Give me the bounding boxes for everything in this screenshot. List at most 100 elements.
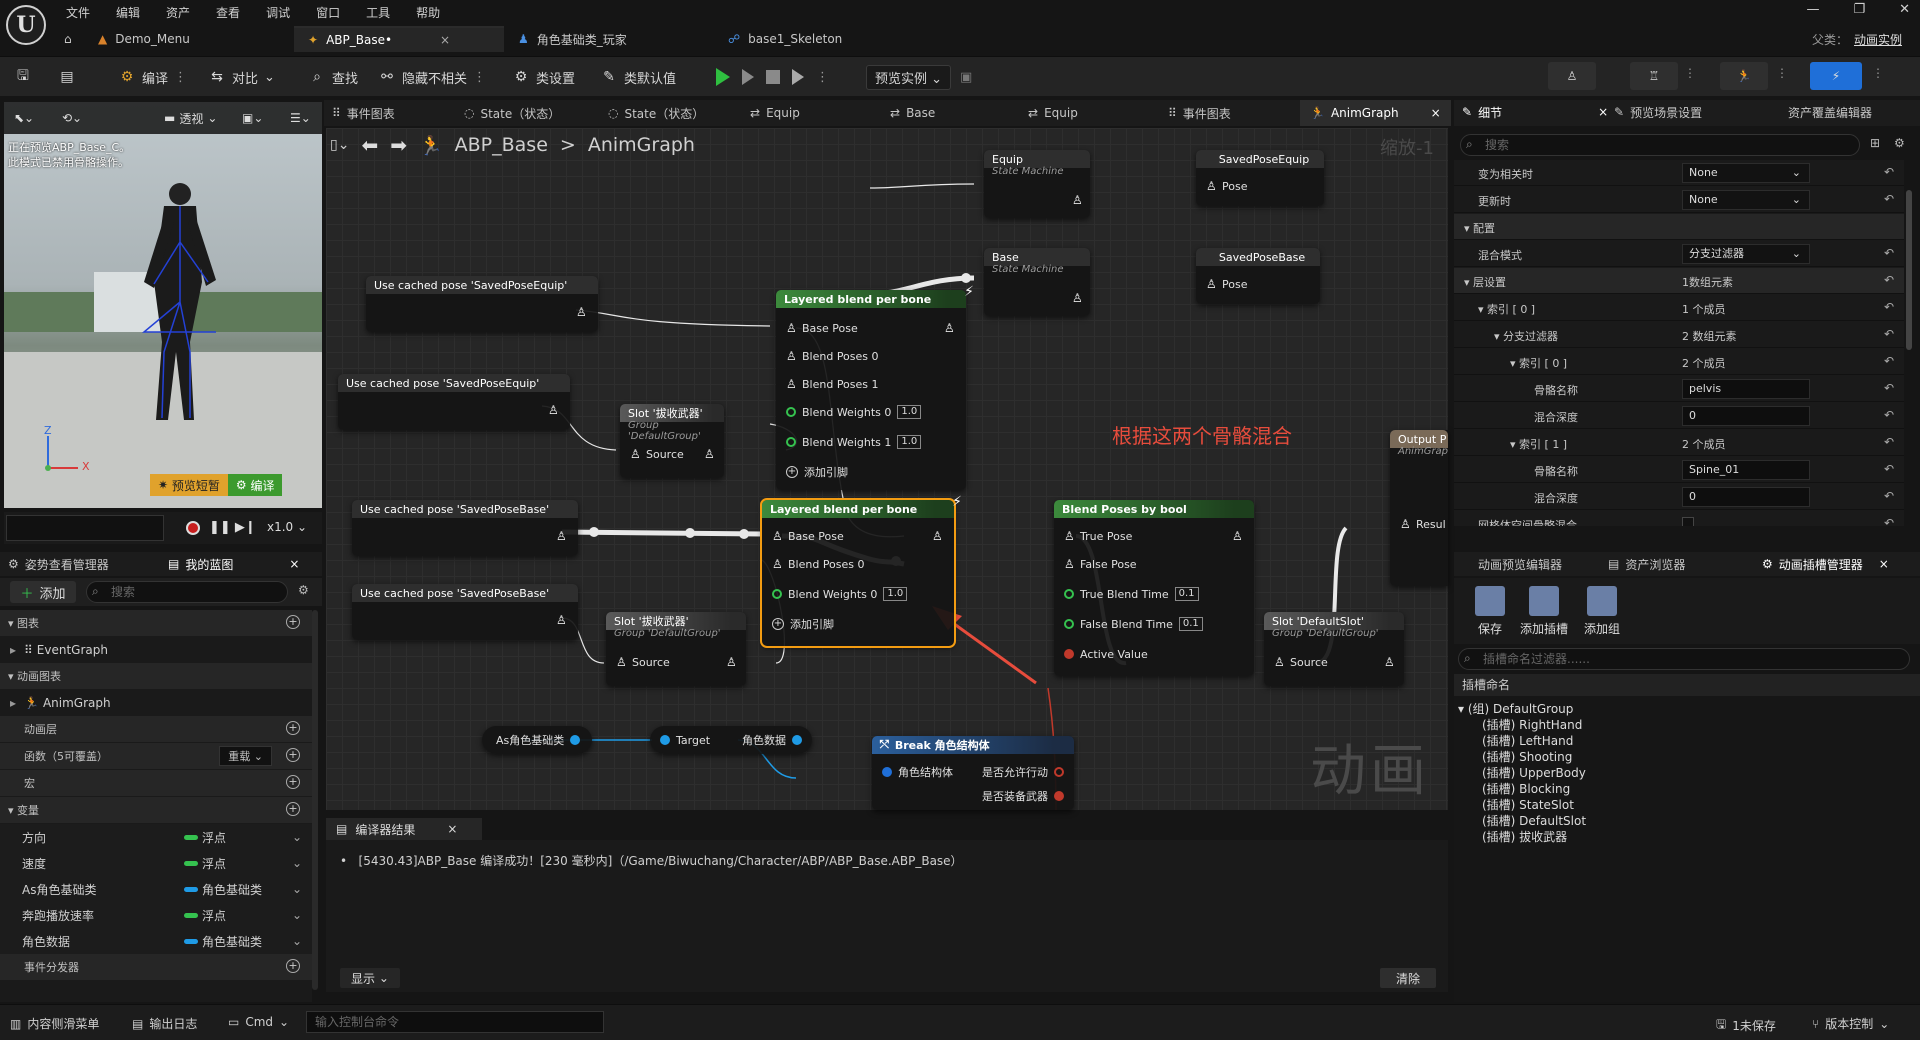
section-macros[interactable]: 宏+ xyxy=(0,770,312,796)
menu-asset[interactable]: 资产 xyxy=(166,6,191,20)
pose-output-pin[interactable]: ♙ xyxy=(944,320,955,336)
node-use-cached-pose-equip-2[interactable]: Use cached pose 'SavedPoseEquip' ♙ xyxy=(338,374,570,430)
node-saved-pose-base[interactable]: SavedPoseBase ♙Pose xyxy=(1196,248,1320,304)
slot-item[interactable]: (插槽) UpperBody xyxy=(1482,766,1586,780)
close-tab-icon[interactable]: × xyxy=(1430,106,1441,120)
node-layered-blend-1[interactable]: Layered blend per bone ⚡ ♙Base Pose ♙ ♙B… xyxy=(776,284,974,490)
reset-icon[interactable]: ↶ xyxy=(1883,246,1894,260)
character-data-pin[interactable]: 角色数据 xyxy=(742,732,802,748)
reset-icon[interactable]: ↶ xyxy=(1883,462,1894,476)
console-command-input[interactable]: 输入控制台命令 xyxy=(306,1011,604,1033)
node-equip-state-machine[interactable]: Equip State Machine ♙ xyxy=(984,150,1090,218)
variable-row[interactable]: As角色基础类角色基础类⌄ xyxy=(0,876,312,902)
reset-icon[interactable]: ↶ xyxy=(1883,516,1894,526)
reset-icon[interactable]: ↶ xyxy=(1883,489,1894,503)
play-icon[interactable] xyxy=(716,68,730,86)
pause-play-icons[interactable]: ❚❚ ▶❙ xyxy=(209,520,256,535)
variable-row[interactable]: 速度浮点⌄ xyxy=(0,850,312,876)
rotate-icon[interactable]: ⟲⌄ xyxy=(62,111,83,125)
reset-icon[interactable]: ↶ xyxy=(1883,381,1894,395)
chevron-down-icon[interactable]: ⌄ xyxy=(291,908,302,922)
view-mode-icon[interactable]: ▣⌄ xyxy=(242,111,264,125)
graph-menu-icon[interactable]: ▯⌄ xyxy=(330,137,350,153)
skeleton-mode-icon[interactable]: ♙ xyxy=(1548,62,1596,90)
tab-anim-preview-editor[interactable]: 动画预览编辑器 xyxy=(1478,555,1562,573)
reset-icon[interactable]: ↶ xyxy=(1883,165,1894,179)
debug-filter-icon[interactable]: ▣ xyxy=(960,69,973,85)
node-cast-character[interactable]: As角色基础类 xyxy=(482,726,592,754)
pose-output-pin[interactable]: ♙ xyxy=(704,446,715,462)
clear-button[interactable]: 清除 xyxy=(1380,968,1436,988)
tab-animgraph[interactable]: 🏃AnimGraph× xyxy=(1300,100,1451,126)
close-tab-icon[interactable]: × xyxy=(440,33,451,47)
compile-button[interactable]: ⚙编译⋮ xyxy=(118,66,187,88)
unsaved-button[interactable]: 🖫1未保存 xyxy=(1716,1015,1776,1036)
node-base-state-machine[interactable]: Base State Machine ♙ xyxy=(984,248,1090,316)
base-pose-pin[interactable]: ♙Base Pose xyxy=(786,320,858,336)
reset-icon[interactable]: ↶ xyxy=(1883,273,1894,287)
tab-state-2[interactable]: ◌State（状态） xyxy=(608,100,704,126)
tab-equip-1[interactable]: ⇄Equip xyxy=(750,100,800,126)
save-slot-button[interactable]: 保存 xyxy=(1462,586,1518,637)
tab-event-graph-2[interactable]: ⠿事件图表 xyxy=(1168,100,1231,126)
section-anim-layers[interactable]: 动画层+ xyxy=(0,716,312,742)
node-use-cached-pose-base[interactable]: Use cached pose 'SavedPoseBase' ♙ xyxy=(352,500,578,556)
blend-weight-0-value[interactable]: 1.0 xyxy=(897,405,922,419)
property-dropdown[interactable]: None⌄ xyxy=(1682,190,1810,210)
pose-output-pin[interactable]: ♙ xyxy=(1072,290,1083,306)
property-row[interactable]: ▾ 配置 xyxy=(1454,214,1904,240)
tab-character-player[interactable]: ♟角色基础类_玩家 xyxy=(504,26,714,52)
blend-poses-0-pin[interactable]: ♙Blend Poses 0 xyxy=(772,556,865,572)
expand-icon[interactable]: ▸ xyxy=(10,643,17,657)
node-use-cached-pose-base-2[interactable]: Use cached pose 'SavedPoseBase' ♙ xyxy=(352,584,578,640)
add-macro-icon[interactable]: + xyxy=(286,775,300,789)
more-icon[interactable]: ⋮ xyxy=(1684,66,1696,80)
table-view-icon[interactable]: ⊞ xyxy=(1870,136,1881,150)
section-variables[interactable]: ▾ 变量+ xyxy=(0,797,312,823)
gear-icon[interactable]: ⚙ xyxy=(1894,136,1905,150)
blueprint-search-input[interactable]: 搜索 xyxy=(86,581,288,603)
stop-icon[interactable] xyxy=(766,70,780,84)
property-row[interactable]: 混合模式分支过滤器⌄↶ xyxy=(1454,241,1904,267)
false-blend-time-value[interactable]: 0.1 xyxy=(1178,617,1203,631)
more-icon[interactable]: ⋮ xyxy=(1872,66,1884,80)
pose-output-pin[interactable]: ♙ xyxy=(556,612,567,628)
has-weapon-pin[interactable]: 是否装备武器 xyxy=(982,788,1064,804)
slot-item[interactable]: (插槽) RightHand xyxy=(1482,718,1583,732)
add-layer-icon[interactable]: + xyxy=(286,721,300,735)
pose-output-pin[interactable]: ♙ xyxy=(1384,654,1395,670)
reset-icon[interactable]: ↶ xyxy=(1883,192,1894,206)
compiler-message[interactable]: • [5430.43]ABP_Base 编译成功！[230 毫秒内]（/Game… xyxy=(340,854,963,868)
source-pin[interactable]: ♙Source xyxy=(630,446,684,462)
version-control-button[interactable]: ⑂版本控制⌄ xyxy=(1812,1016,1890,1032)
browse-icon[interactable]: ▤ xyxy=(60,69,74,85)
tab-asset-browser[interactable]: ▤资产浏览器 xyxy=(1608,555,1685,573)
property-dropdown[interactable]: None⌄ xyxy=(1682,163,1810,183)
base-pose-pin[interactable]: ♙Base Pose xyxy=(772,528,844,544)
tab-state-1[interactable]: ◌State（状态） xyxy=(464,100,560,126)
more-icon[interactable]: ⋮ xyxy=(1776,66,1788,80)
slot-item[interactable]: (插槽) DefaultSlot xyxy=(1482,814,1587,828)
struct-input-pin[interactable]: 角色结构体 xyxy=(882,764,953,780)
record-icon[interactable] xyxy=(186,521,200,535)
property-input[interactable]: 0 xyxy=(1682,487,1810,507)
tab-skeleton[interactable]: ☍base1_Skeleton xyxy=(714,26,924,52)
home-icon[interactable]: ⌂ xyxy=(64,32,72,46)
cmd-dropdown[interactable]: ▭Cmd⌄ xyxy=(228,1015,290,1029)
add-group-button[interactable]: 添加组 xyxy=(1574,586,1630,637)
menu-view[interactable]: 查看 xyxy=(216,6,241,20)
menu-edit[interactable]: 编辑 xyxy=(116,6,141,20)
tab-preview-scene[interactable]: ✎预览场景设置 xyxy=(1614,103,1702,121)
section-dispatchers[interactable]: 事件分发器+ xyxy=(0,954,312,980)
node-slot-weapon-2[interactable]: Slot '拔收武器' Group 'DefaultGroup' ♙Source… xyxy=(606,612,746,686)
slot-item[interactable]: (插槽) Blocking xyxy=(1482,782,1571,796)
menu-window[interactable]: 窗口 xyxy=(316,6,341,20)
tab-abp-base[interactable]: ✦ABP_Base•× xyxy=(294,26,504,52)
variable-row[interactable]: 奔跑播放速率浮点⌄ xyxy=(0,902,312,928)
mesh-mode-icon[interactable]: ♖ xyxy=(1630,62,1678,90)
